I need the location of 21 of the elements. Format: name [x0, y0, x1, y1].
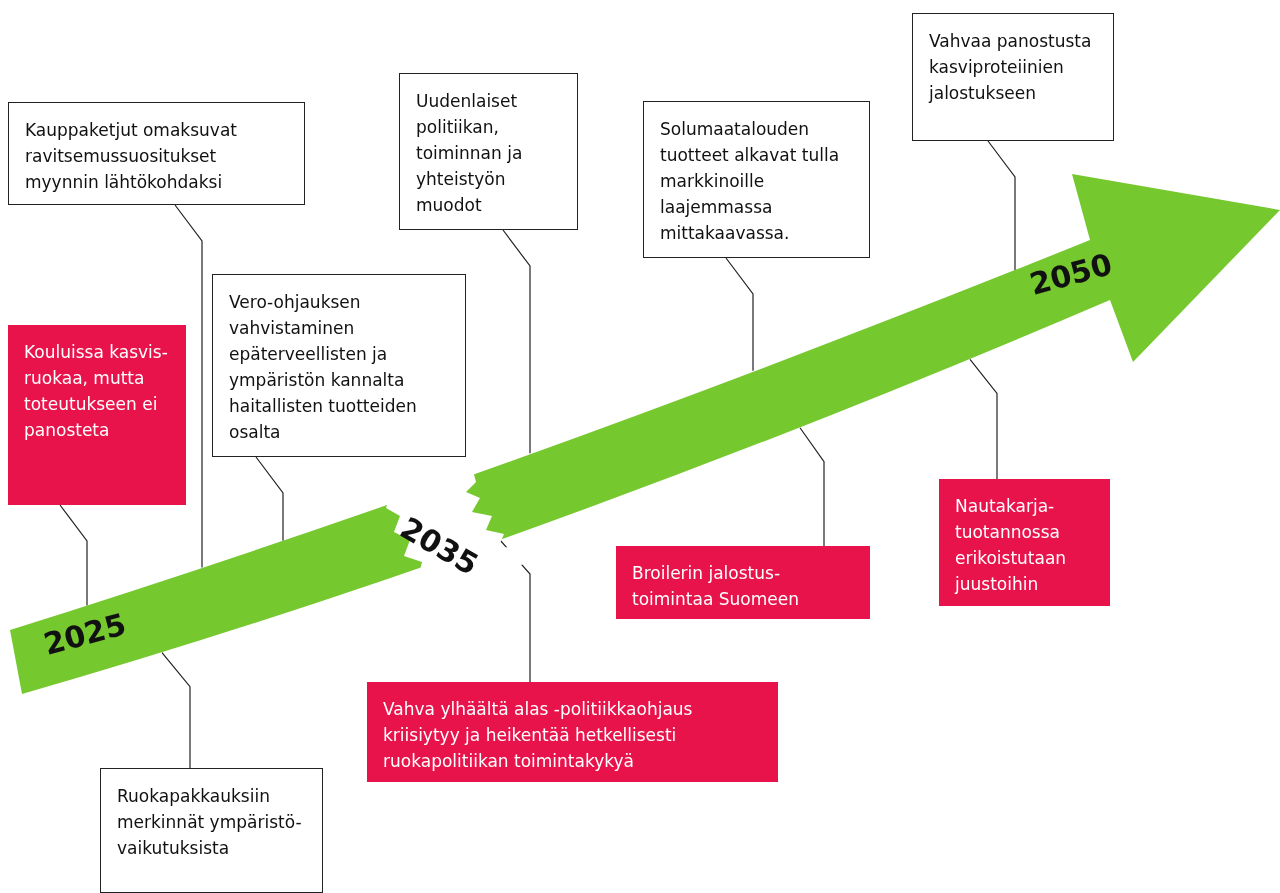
leader-line — [799, 427, 825, 547]
leader-line — [59, 504, 88, 607]
leader-line — [725, 257, 754, 372]
event-box: Uudenlaiset politiikan, toiminnan ja yhteistyön muodot — [399, 73, 578, 230]
event-box: Vahva ylhäältä alas -politiikkaohjaus kriisiytyy ja heikentää hetkellisesti ruokapolitiikan toimintakykyä — [367, 682, 778, 782]
event-box: Kouluissa kasvis- ruokaa, mutta toteutukseen ei panosteta — [8, 325, 186, 505]
event-box: Vero-ohjauksen vahvistaminen epäterveellisten ja ympäristön kannalta haitallisten tuotteiden osalta — [212, 274, 466, 457]
event-box: Solumaatalouden tuotteet alkavat tulla markkinoille laajemmassa mittakaavassa. — [643, 101, 870, 258]
leader-line — [161, 652, 191, 769]
event-box: Vahvaa panostusta kasviproteiinien jalostukseen — [912, 13, 1114, 141]
event-box: Nautakarja- tuotannossa erikoistutaan juustoihin — [939, 479, 1110, 606]
leader-line — [969, 358, 998, 480]
leader-line — [174, 204, 203, 569]
leader-line — [987, 140, 1016, 271]
leader-line — [502, 229, 531, 454]
year-label: 2025 — [40, 606, 130, 662]
year-label: 2050 — [1026, 246, 1116, 302]
event-box: Kauppaketjut omaksuvat ravitsemussuositukset myynnin lähtökohdaksi — [8, 102, 305, 205]
leader-line — [255, 456, 284, 542]
event-box: Broilerin jalostus- toimintaa Suomeen — [616, 546, 870, 619]
event-box: Ruokapakkauksiin merkinnät ympäristö- vaikutuksista — [100, 768, 323, 893]
